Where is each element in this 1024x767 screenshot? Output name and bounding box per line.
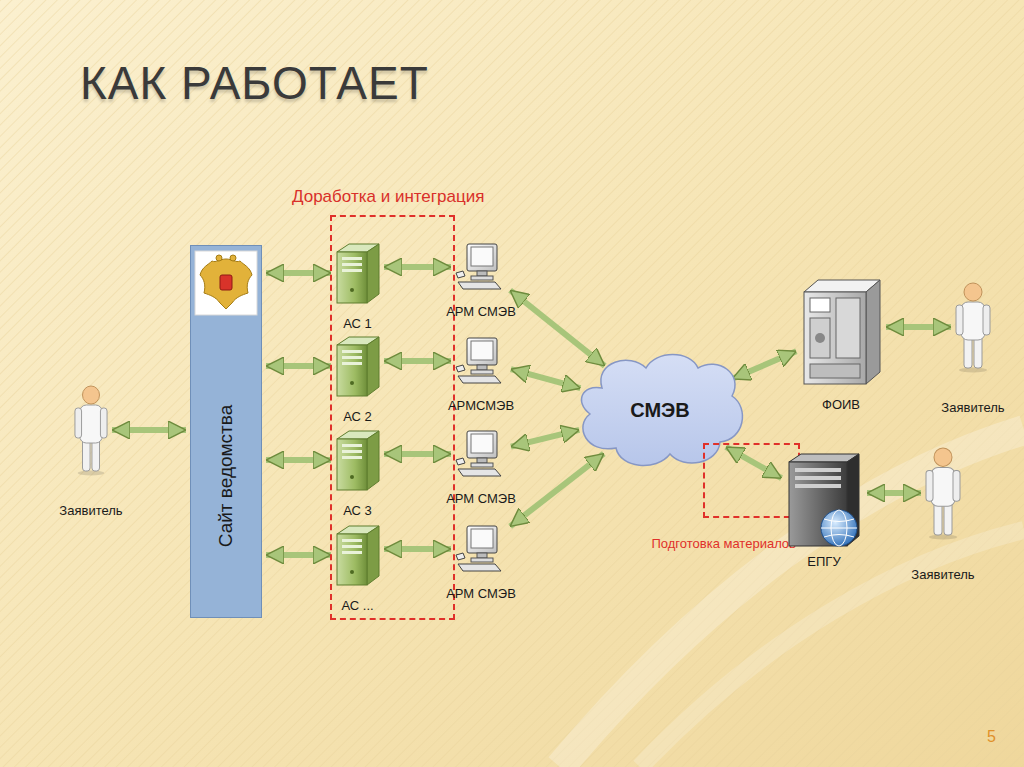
person-node: Заявитель xyxy=(955,282,991,372)
double-arrow xyxy=(726,447,782,478)
cloud-node: СМЭВ xyxy=(572,348,748,472)
cloud-label: СМЭВ xyxy=(630,398,690,422)
band-label: Сайт ведомства xyxy=(215,405,238,548)
person-node: Заявитель xyxy=(925,447,961,539)
workstation-icon xyxy=(455,525,507,573)
icon-label: ЕПГУ xyxy=(807,554,840,570)
group-heading: Доработка и интеграция xyxy=(292,187,484,207)
icon-label: АС 3 xyxy=(343,503,372,519)
person-figure xyxy=(74,385,108,475)
icon-label: АС ... xyxy=(341,598,373,614)
icon-label: Заявитель xyxy=(941,400,1004,416)
pc-node: АРМ СМЭВ xyxy=(455,243,507,291)
server-icon xyxy=(335,335,380,397)
epgu-node: ЕПГУ xyxy=(785,452,863,552)
workstation-icon xyxy=(455,243,507,291)
double-arrow xyxy=(384,451,451,457)
page-number: 5 xyxy=(987,728,996,746)
icon-label: Заявитель xyxy=(911,567,974,583)
server-node: АС 1 xyxy=(335,242,380,304)
person-node: Заявитель xyxy=(74,385,108,475)
icon-label: АРМ СМЭВ xyxy=(446,304,516,320)
double-arrow xyxy=(384,358,451,364)
double-arrow xyxy=(266,457,331,463)
workstation-icon xyxy=(455,337,507,385)
server-icon xyxy=(335,429,380,491)
dash-node: Подготовка материалов xyxy=(703,443,800,518)
double-arrow xyxy=(732,351,796,379)
person-figure xyxy=(955,282,991,372)
icon-label: Заявитель xyxy=(59,503,122,519)
double-arrow xyxy=(266,552,331,558)
double-arrow xyxy=(384,264,451,270)
icon-label: АРМ СМЭВ xyxy=(446,491,516,507)
person-figure xyxy=(925,447,961,539)
band-node: Сайт ведомства xyxy=(190,245,262,618)
server-icon xyxy=(335,242,380,304)
server-node: АС ... xyxy=(335,524,380,586)
portal-server-icon xyxy=(785,452,863,552)
pc-node: АРМ СМЭВ xyxy=(455,430,507,478)
icon-label: АРМСМЭВ xyxy=(448,398,514,414)
pc-node: АРМСМЭВ xyxy=(455,337,507,385)
pc-node: АРМ СМЭВ xyxy=(455,525,507,573)
server-icon xyxy=(335,524,380,586)
double-arrow xyxy=(510,290,605,366)
double-arrow xyxy=(510,454,604,527)
slide-title: КАК РАБОТАЕТ xyxy=(80,56,429,110)
server-node: АС 3 xyxy=(335,429,380,491)
double-arrow xyxy=(511,430,579,447)
double-arrow xyxy=(112,427,186,433)
double-arrow xyxy=(384,546,451,552)
double-arrow xyxy=(266,270,331,276)
double-arrow xyxy=(266,363,331,369)
double-arrow xyxy=(886,324,951,330)
icon-label: АС 1 xyxy=(343,316,372,332)
group-heading: Подготовка материалов xyxy=(651,536,796,552)
group-node: Доработка и интеграцияАС 1АС 2АС 3АС ... xyxy=(330,215,455,620)
foiv-node: ФОИВ xyxy=(800,278,882,386)
icon-label: АС 2 xyxy=(343,409,372,425)
federal-agency-cabinet xyxy=(800,278,882,386)
icon-label: ФОИВ xyxy=(822,397,860,413)
double-arrow xyxy=(511,369,581,388)
workstation-icon xyxy=(455,430,507,478)
icon-label: АРМ СМЭВ xyxy=(446,586,516,602)
server-node: АС 2 xyxy=(335,335,380,397)
double-arrow xyxy=(867,490,921,496)
